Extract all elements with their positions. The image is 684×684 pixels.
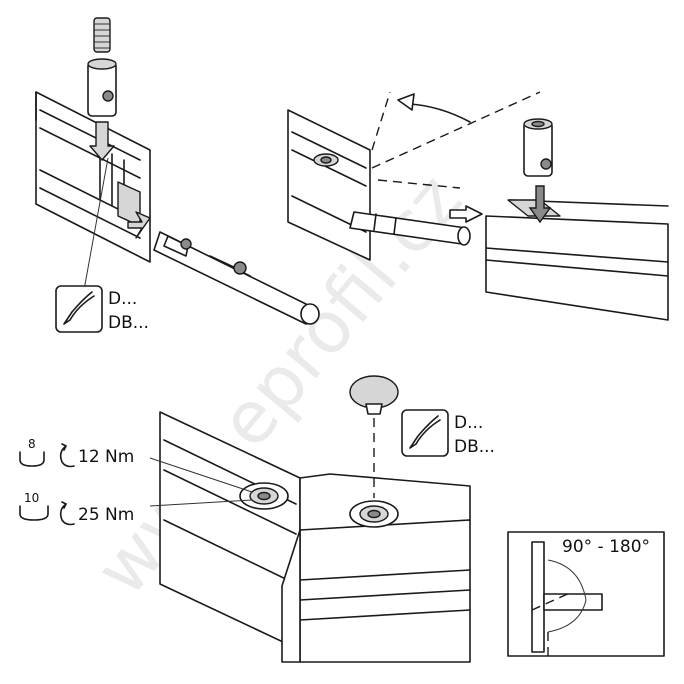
cover-cap-part [349,375,399,415]
torque-value-2: 25 Nm [78,505,134,525]
torque-value-1: 12 Nm [78,447,134,467]
angle-range-box: 90° - 180° [507,531,665,657]
wrench-size-1: 8 [28,437,36,451]
swing-dashed-outline [371,91,541,169]
barrel-nut-part [87,58,117,117]
connector-hole-1 [239,482,289,510]
drill-code-4: DB... [454,437,495,457]
set-screw-part [93,17,111,53]
torque-row-2: 10 25 Nm [19,491,134,526]
panel-top-right [287,91,669,321]
angle-range-icon [547,559,587,633]
hex-wrench-icon [19,451,45,467]
push-left-arrow-2 [449,205,483,223]
drill-bit-icon [55,285,103,333]
panel-bottom: D... DB... 8 12 Nm 10 25 Nm 90° - 180° [19,375,665,663]
panel-top-left: D... DB... [35,17,320,333]
aluminium-profile [35,91,151,263]
torque-row-1: 8 12 Nm [19,437,134,468]
insert-down-arrow [89,121,115,161]
tighten-rotation-icon [59,445,75,468]
angle-range-label: 90° - 180° [562,537,650,557]
barrel-nut-part-2 [523,118,553,177]
drill-code-2: DB... [108,313,149,333]
wrench-size-2: 10 [24,491,39,505]
connector-hole-2 [349,500,399,528]
insert-down-arrow-2 [528,185,552,224]
hex-wrench-icon-2 [19,505,49,521]
drill-bit-icon-2 [401,409,449,457]
connector-bolt-part [153,231,320,325]
drill-code-3: D... [454,413,483,433]
push-left-arrow [127,211,151,239]
connector-bolt-inserted [349,211,471,246]
drill-code-1: D... [108,289,137,309]
aluminium-profile-left [287,109,371,261]
swing-arc-arrow [409,103,471,123]
tighten-rotation-icon-2 [59,503,75,526]
